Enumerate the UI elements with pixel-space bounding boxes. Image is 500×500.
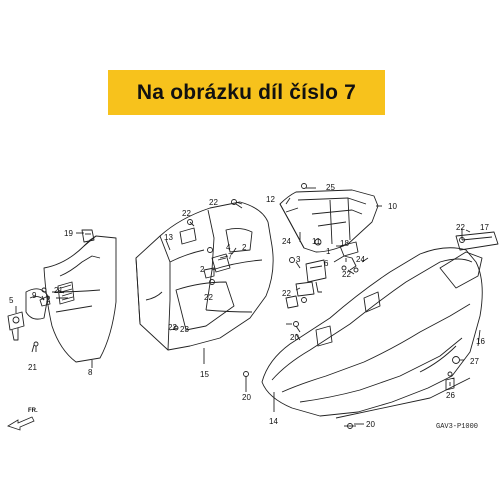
callout-17: 17 — [480, 223, 489, 232]
callout-2: 2 — [200, 265, 205, 274]
callout-22: 22 — [342, 270, 351, 279]
part-10-grab-rail — [279, 189, 379, 253]
callout-22: 22 — [204, 293, 213, 302]
callout-26: 26 — [446, 391, 455, 400]
part-11-hinge — [305, 259, 327, 283]
front-direction-arrow-icon: FR. — [7, 408, 38, 431]
callout-22: 22 — [456, 223, 465, 232]
part-6-rod — [333, 255, 357, 271]
callout-labels: 19 21 2 9 5 21 8 13 22 22 4 2 7 2 22 23 … — [9, 183, 489, 429]
callout-21: 21 — [28, 363, 37, 372]
callout-10: 10 — [388, 202, 397, 211]
part-15-inner-panel — [175, 281, 235, 331]
part-16-side-cover — [261, 247, 483, 417]
callout-5: 5 — [9, 296, 14, 305]
part-17-tail-lens — [455, 231, 499, 251]
callout-16: 16 — [476, 337, 485, 346]
part-4-bracket — [211, 253, 231, 273]
callout-2: 2 — [242, 243, 247, 252]
front-direction-label: FR. — [28, 408, 38, 414]
callout-22: 22 — [182, 209, 191, 218]
part-19-clip — [81, 229, 95, 243]
callout-25: 25 — [326, 183, 335, 192]
callout-20: 20 — [366, 420, 375, 429]
callout-24: 24 — [356, 255, 365, 264]
callout-21: 21 — [54, 286, 63, 295]
diagram-code: GAV3-P1000 — [436, 423, 478, 431]
callout-14: 14 — [269, 417, 278, 426]
part-18-bracket — [339, 241, 359, 257]
callout-2: 2 — [46, 295, 51, 304]
callout-7: 7 — [228, 252, 233, 261]
part-9-lid — [25, 288, 49, 320]
part-5-lock — [7, 311, 25, 331]
part-3-latch — [295, 281, 315, 297]
callout-22: 22 — [209, 198, 218, 207]
part-16-rear-tip — [439, 251, 483, 289]
part-15-center-cover — [135, 201, 274, 351]
callout-15: 15 — [200, 370, 209, 379]
callout-19: 19 — [64, 229, 73, 238]
callout-4: 4 — [226, 243, 231, 252]
part-27-grommet — [452, 356, 460, 364]
callout-13: 13 — [164, 233, 173, 242]
callout-6: 6 — [324, 259, 329, 268]
callout-22: 22 — [168, 323, 177, 332]
callout-11: 11 — [312, 237, 321, 246]
part-8-front-cover — [43, 235, 117, 363]
callout-22: 22 — [282, 289, 291, 298]
part-number-banner: Na obrázku díl číslo 7 — [108, 70, 385, 115]
callout-3: 3 — [296, 255, 301, 264]
callout-20: 20 — [290, 333, 299, 342]
callout-23: 23 — [180, 325, 189, 334]
callout-27: 27 — [470, 357, 479, 366]
banner-text: Na obrázku díl číslo 7 — [136, 80, 357, 104]
callout-20: 20 — [242, 393, 251, 402]
callout-9: 9 — [32, 291, 37, 300]
callout-18: 18 — [340, 239, 349, 248]
callout-12: 12 — [266, 195, 275, 204]
callout-24: 24 — [282, 237, 291, 246]
callout-1: 1 — [326, 247, 331, 256]
callout-8: 8 — [88, 368, 93, 377]
